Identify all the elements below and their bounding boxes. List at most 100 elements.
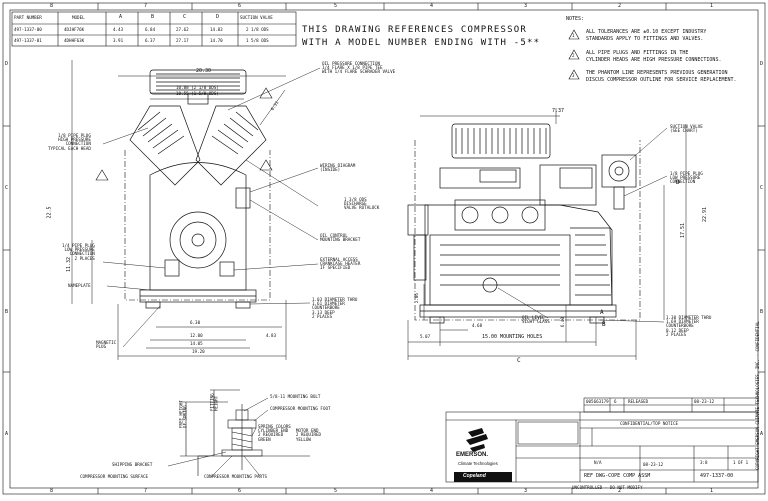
drawing-number: 497-1337-00 bbox=[700, 473, 734, 479]
dim-side-base: 2.86 bbox=[413, 293, 419, 304]
zone-col-label: 1 bbox=[710, 3, 714, 9]
zone-row-label: A bbox=[5, 431, 9, 437]
zone-row-label: A bbox=[760, 431, 764, 437]
detail-spring-colors: SPRING COLORS CYLINDER END MOTOR END 2 R… bbox=[258, 424, 322, 442]
callout-nameplate: NAMEPLATE bbox=[68, 283, 91, 288]
detail-shipping-bracket: SHIPPING BRACKET bbox=[112, 462, 153, 467]
drawing-sheet: 1 OF 1 bbox=[733, 460, 749, 465]
zone-col-label: 6 bbox=[238, 3, 242, 9]
zone-row-label: C bbox=[5, 185, 9, 191]
dim-1405: 14.05 bbox=[190, 341, 203, 346]
note-line: ALL PIPE PLUGS AND FITTINGS IN THE bbox=[586, 50, 689, 56]
table-cell: 4.43 bbox=[113, 27, 124, 32]
drawing-date: 08-23-12 bbox=[643, 462, 664, 467]
zone-col-label: 3 bbox=[524, 3, 528, 9]
zone-col-label: 5 bbox=[334, 3, 338, 9]
table-header: C bbox=[183, 14, 187, 20]
dim-letter-d: D bbox=[676, 179, 680, 186]
callout-oil-level: OIL LEVEL SIGHT GLASS bbox=[522, 315, 550, 325]
dim-side-height-mid: 17.51 bbox=[680, 222, 687, 239]
table-cell: 1 5/8 ODS bbox=[246, 38, 269, 43]
callout-pipe-plug-hp: 1/8 PIPE PLUG HIGH PRESSURE CONNECTION T… bbox=[48, 133, 91, 151]
dim-letter-c: C bbox=[517, 357, 521, 364]
note-number: 3 bbox=[572, 73, 575, 78]
callout-oil-pressure: OIL PRESSURE CONNECTION 1/4 FLARE X 1/8 … bbox=[322, 61, 396, 75]
callout-pipe-plug-lp: 1/4 PIPE PLUG LOW PRESSURE CONNECTION 2 … bbox=[62, 243, 95, 261]
dim-height-total: 22.5 bbox=[46, 206, 53, 219]
table-header: SUCTION VALVE bbox=[240, 15, 273, 20]
detail-mount-surface: COMPRESSOR MOUNTING SURFACE bbox=[80, 474, 149, 479]
dim-side-507: 5.07 bbox=[420, 334, 431, 339]
drawing-reference-note: THIS DRAWING REFERENCES COMPRESSOR bbox=[302, 25, 528, 35]
front-view-compressor bbox=[129, 69, 267, 309]
drawing-scale: 3:8 bbox=[700, 460, 708, 465]
copeland-logo-bar bbox=[454, 472, 512, 482]
detail-leaders bbox=[167, 397, 269, 479]
dim-letter-a: A bbox=[600, 309, 604, 316]
note-triangles bbox=[95, 29, 580, 181]
dim-side-top: 7.37 bbox=[552, 108, 565, 114]
table-header: A bbox=[119, 14, 123, 20]
front-leaders bbox=[102, 67, 321, 348]
detail-free-height: FREE HEIGHT OF SPRING bbox=[178, 400, 188, 429]
callout-dia-thru-front: 1.03 DIAMETER THRU 1.61 DIAMETER COUNTER… bbox=[312, 297, 358, 319]
table-header: MODEL bbox=[72, 15, 85, 20]
part-table-grid bbox=[11, 11, 297, 47]
zone-ticks bbox=[3, 3, 765, 494]
confidential-notice: CONFIDENTIAL/TOP NOTICE bbox=[620, 421, 678, 426]
side-view-compressor bbox=[407, 123, 637, 324]
phantom-outline-side bbox=[414, 140, 641, 321]
detail-mount-parts: COMPRESSOR MOUNTING PARTS bbox=[204, 474, 268, 479]
table-cell: 6.84 bbox=[145, 27, 156, 32]
zone-col-label: 5 bbox=[334, 488, 338, 494]
zone-col-label: 1 bbox=[710, 488, 714, 494]
dim-1920: 19.20 bbox=[192, 349, 205, 354]
detail-mount-bolt: 5/8-11 MOUNTING BOLT bbox=[270, 394, 321, 399]
dim-side-468: 4.68 bbox=[472, 323, 483, 328]
callout-wiring-diagram: WIRING DIAGRAM (INSIDE) bbox=[320, 163, 356, 173]
dim-width-b: 10.55 (1 5/8 ODS) bbox=[176, 91, 219, 96]
drawing-reference-note: WITH A MODEL NUMBER ENDING WITH -5** bbox=[302, 38, 541, 48]
zone-row-label: B bbox=[5, 309, 9, 315]
note-line: THE PHANTOM LINE REPRESENTS PREVIOUS GEN… bbox=[586, 70, 728, 76]
note-line: DISCUS COMPRESSOR OUTLINE FOR SERVICE RE… bbox=[586, 77, 737, 83]
table-header: D bbox=[216, 14, 220, 20]
callout-low-pressure-side: 1/8 PIPE PLUG LOW PRESSURE CONNECTION bbox=[670, 171, 703, 185]
zone-col-label: 2 bbox=[618, 3, 622, 9]
dim-630: 6.30 bbox=[190, 320, 201, 325]
callout-discharge: 1 3/8 ODS DISCHARGE VALVE ROTALOCK bbox=[344, 197, 380, 211]
dim-letter-b: B bbox=[602, 321, 606, 328]
drawing-title: REF DWG-COPE COMP ASSM bbox=[584, 473, 651, 479]
dim-side-1500: 15.00 MOUNTING HOLES bbox=[482, 334, 543, 340]
zone-row-label: C bbox=[760, 185, 764, 191]
revision-cell: 08-23-12 bbox=[694, 399, 715, 404]
note-line: CYLINDER HEADS ARE HIGH PRESSURE CONNECT… bbox=[586, 57, 722, 63]
zone-row-label: B bbox=[760, 309, 764, 315]
table-cell: 4DJHF76K bbox=[64, 27, 85, 32]
callout-magnetic-plug: MAGNETIC PLUG bbox=[96, 340, 117, 350]
side-leaders bbox=[497, 127, 668, 323]
copyright-side-text: COPYRIGHT EMERSON CLIMATE TECHNOLOGIES, … bbox=[755, 321, 760, 470]
phantom-outline-front bbox=[124, 150, 271, 301]
table-cell: 14.70 bbox=[210, 38, 223, 43]
emerson-brand: EMERSON. bbox=[456, 452, 489, 458]
notes-title: NOTES: bbox=[566, 16, 585, 22]
zone-col-label: 6 bbox=[238, 488, 242, 494]
title-block-grid bbox=[445, 397, 759, 483]
dim-side-height-total: 22.91 bbox=[702, 206, 709, 223]
zone-col-label: 4 bbox=[430, 3, 434, 9]
callout-suction-valve: SUCTION VALVE (SEE CHART) bbox=[670, 124, 703, 134]
dim-width-a: 10.88 (2 1/8 ODS) bbox=[176, 85, 219, 90]
zone-col-label: 3 bbox=[524, 488, 528, 494]
emerson-logo-icon bbox=[466, 428, 488, 452]
front-dimension-lines bbox=[71, 60, 287, 360]
table-cell: 3.91 bbox=[113, 38, 124, 43]
table-cell: 6.37 bbox=[145, 38, 156, 43]
mounting-detail bbox=[180, 389, 310, 476]
table-cell: 497-1337-00 bbox=[14, 27, 42, 32]
table-cell: 4DHHF63K bbox=[64, 38, 85, 43]
revision-cell: 005663179 bbox=[586, 399, 609, 404]
note-line: STANDARDS APPLY TO FITTINGS AND VALVES. bbox=[586, 36, 704, 42]
